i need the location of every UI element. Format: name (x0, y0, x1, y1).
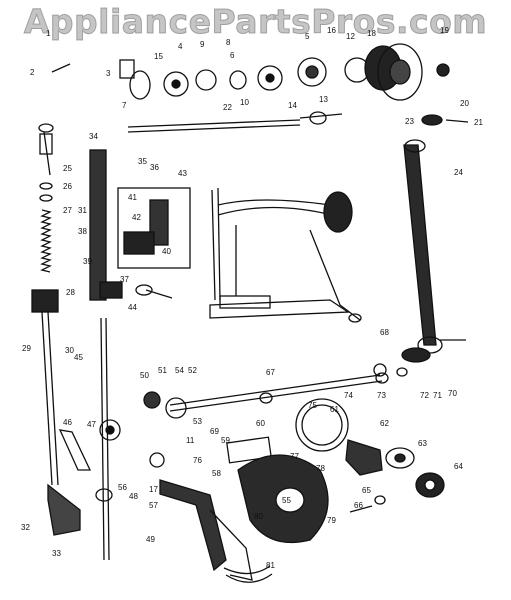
callout-2: 2 (30, 68, 35, 77)
callout-31: 31 (78, 206, 87, 215)
callout-34: 34 (89, 132, 98, 141)
callout-1: 1 (46, 29, 51, 38)
part-group-left-column (31, 123, 123, 561)
callout-58: 58 (212, 469, 221, 478)
callout-81: 81 (266, 561, 275, 570)
callout-56: 56 (118, 483, 127, 492)
callout-73: 73 (377, 391, 386, 400)
callout-29: 29 (22, 344, 31, 353)
callout-66: 66 (354, 501, 363, 510)
callout-22: 22 (223, 103, 232, 112)
upper-shaft (127, 111, 343, 133)
callout-78: 78 (316, 464, 325, 473)
callout-65: 65 (362, 486, 371, 495)
callout-80: 80 (254, 512, 263, 521)
callout-39: 39 (83, 257, 92, 266)
callout-67: 67 (266, 368, 275, 377)
callout-32: 32 (21, 523, 30, 532)
callout-26: 26 (63, 182, 72, 191)
callout-20: 20 (460, 99, 469, 108)
callout-25: 25 (63, 164, 72, 173)
callout-48: 48 (129, 492, 138, 501)
callout-57: 57 (149, 501, 158, 510)
callout-42: 42 (132, 213, 141, 222)
callout-55: 55 (282, 496, 291, 505)
part-group-lower (99, 398, 445, 583)
callout-41: 41 (128, 193, 137, 202)
callout-62: 62 (380, 419, 389, 428)
callout-59: 59 (221, 436, 230, 445)
callout-77: 77 (290, 452, 299, 461)
callout-46: 46 (63, 418, 72, 427)
callout-33: 33 (52, 549, 61, 558)
callout-36: 36 (150, 163, 159, 172)
callout-5: 5 (305, 32, 310, 41)
callout-7: 7 (122, 101, 127, 110)
callout-45: 45 (74, 353, 83, 362)
callout-6: 6 (230, 51, 235, 60)
callout-53: 53 (193, 417, 202, 426)
callout-35: 35 (138, 157, 147, 166)
callout-69: 69 (210, 427, 219, 436)
callout-68: 68 (380, 328, 389, 337)
callout-17: 17 (149, 485, 158, 494)
callout-63: 63 (418, 439, 427, 448)
callout-76: 76 (193, 456, 202, 465)
callout-49: 49 (146, 535, 155, 544)
callout-51: 51 (158, 366, 167, 375)
callout-30: 30 (65, 346, 74, 355)
callout-60: 60 (256, 419, 265, 428)
callout-18: 18 (367, 29, 376, 38)
callout-10: 10 (240, 98, 249, 107)
callout-16: 16 (327, 26, 336, 35)
callout-71: 71 (433, 391, 442, 400)
callout-79: 79 (327, 516, 336, 525)
callout-9: 9 (200, 40, 205, 49)
callout-8: 8 (226, 38, 231, 47)
callout-15: 15 (154, 52, 163, 61)
callout-24: 24 (454, 168, 463, 177)
callout-43: 43 (178, 169, 187, 178)
callout-40: 40 (162, 247, 171, 256)
part-group-middle (117, 187, 191, 299)
callout-64: 64 (454, 462, 463, 471)
callout-50: 50 (140, 371, 149, 380)
callout-21: 21 (474, 118, 483, 127)
callout-4: 4 (178, 42, 183, 51)
callout-12: 12 (346, 32, 355, 41)
callout-47: 47 (87, 420, 96, 429)
callout-19: 19 (440, 26, 449, 35)
callout-72: 72 (420, 391, 429, 400)
callout-11: 11 (186, 436, 195, 445)
callout-28: 28 (66, 288, 75, 297)
callout-44: 44 (128, 303, 137, 312)
callout-13: 13 (319, 95, 328, 104)
callout-52: 52 (188, 366, 197, 375)
part-group-top-row (51, 43, 469, 126)
part-group-right-column (373, 139, 466, 377)
lower-shaft (143, 372, 389, 419)
callout-61: 61 (330, 405, 339, 414)
callout-75: 75 (308, 401, 317, 410)
callout-37: 37 (120, 275, 129, 284)
callout-38: 38 (78, 227, 87, 236)
callout-14: 14 (288, 101, 297, 110)
assembled-machine-illustration (209, 187, 362, 323)
callout-27: 27 (63, 206, 72, 215)
callout-74: 74 (344, 391, 353, 400)
callout-23: 23 (405, 117, 414, 126)
callout-54: 54 (175, 366, 184, 375)
callout-3: 3 (106, 69, 111, 78)
callout-70: 70 (448, 389, 457, 398)
